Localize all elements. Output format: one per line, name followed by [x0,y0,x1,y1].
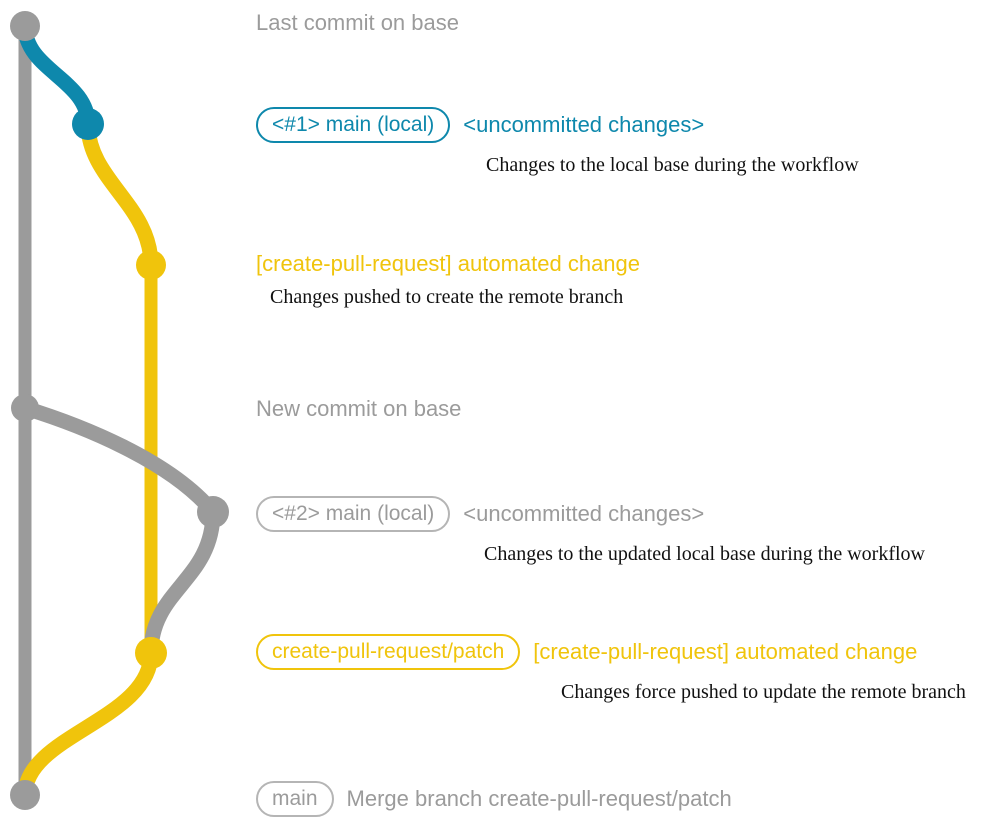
row-remote-automated-2: create-pull-request/patch [create-pull-r… [256,634,966,702]
branch-label-local-1[interactable]: <#1> main (local) [256,107,451,143]
edge-local-1-to-remote-1 [80,116,159,273]
row-head: <#1> main (local) <uncommitted changes> [256,107,859,143]
row-head: <#2> main (local) <uncommitted changes> [256,496,925,532]
edge-local-2-to-remote-2 [143,504,221,661]
base-commit-node-new[interactable] [11,394,39,422]
commit-subject: <uncommitted changes> [463,501,705,526]
row-local-uncommitted-2: <#2> main (local) <uncommitted changes> … [256,496,925,564]
edge-remote-2-to-merge [17,645,159,803]
row-head: New commit on base [256,398,461,420]
local-commit-node-1[interactable] [72,108,104,140]
local-commit-node-2[interactable] [197,496,229,528]
row-head: [create-pull-request] automated change [256,253,640,275]
commit-subject: New commit on base [256,396,462,421]
base-commit-node[interactable] [10,11,40,41]
row-head: main Merge branch create-pull-request/pa… [256,781,732,817]
row-local-uncommitted-1: <#1> main (local) <uncommitted changes> … [256,107,859,175]
commit-note: Changes to the updated local base during… [484,543,925,565]
commit-subject: [create-pull-request] automated change [256,251,641,276]
remote-commit-node-1[interactable] [136,250,166,280]
commit-subject: [create-pull-request] automated change [533,639,918,664]
edge-newbase-to-local-2 [17,400,221,520]
row-merge-commit: main Merge branch create-pull-request/pa… [256,781,732,817]
branch-label-main[interactable]: main [256,781,334,817]
row-last-commit-on-base: Last commit on base [256,12,459,34]
commit-subject: Merge branch create-pull-request/patch [346,786,732,811]
commit-subject: <uncommitted changes> [463,112,705,137]
commit-note: Changes force pushed to update the remot… [561,681,966,703]
commit-node-group [10,11,229,810]
branch-label-local-2[interactable]: <#2> main (local) [256,496,451,532]
commit-subject: Last commit on base [256,10,459,35]
branch-label-remote-patch[interactable]: create-pull-request/patch [256,634,521,670]
row-new-commit-on-base: New commit on base [256,398,461,420]
row-head: Last commit on base [256,12,459,34]
commit-note: Changes to the local base during the wor… [486,154,859,176]
row-head: create-pull-request/patch [create-pull-r… [256,634,966,670]
row-remote-automated-1: [create-pull-request] automated change C… [256,253,640,308]
remote-commit-node-2[interactable] [135,637,167,669]
commit-note: Changes pushed to create the remote bran… [270,286,624,308]
base-merge-node[interactable] [10,780,40,810]
